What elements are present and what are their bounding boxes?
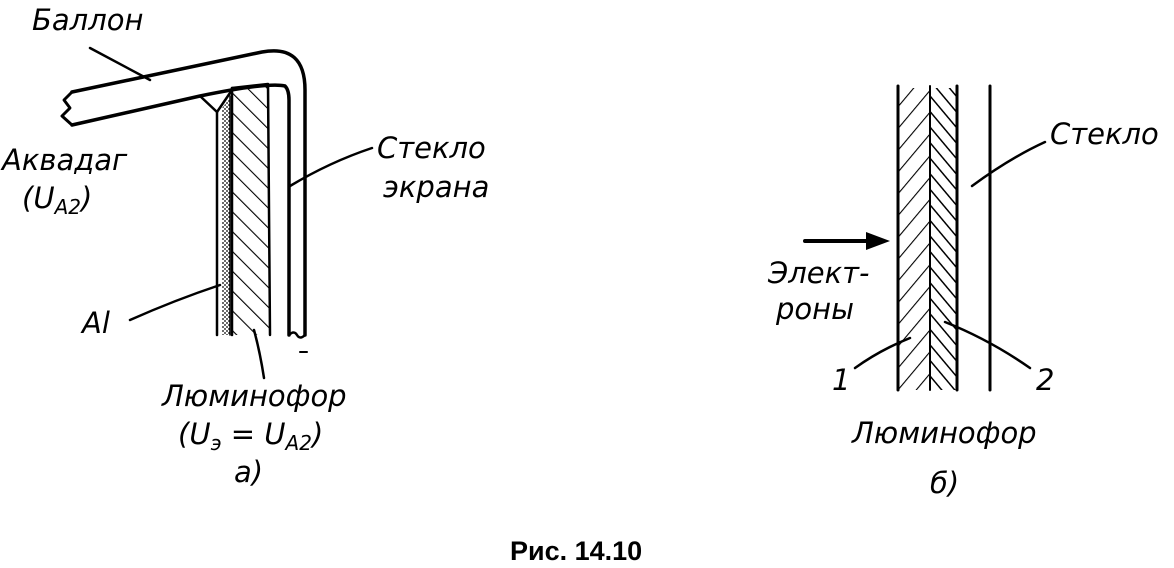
electrons-arrow [803,232,890,250]
label-phosphor-voltage: (Uэ = UA2) [178,417,323,455]
label-phosphor-a: Люминофор [161,379,347,413]
leader-glass-a [288,146,374,188]
label-phosphor-b: Люминофор [851,416,1037,450]
label-layer-1: 1 [832,363,850,397]
label-glass-screen-2: экрана [383,170,489,204]
leader-al [128,283,222,322]
label-electrons-2: роны [775,292,854,326]
label-glass-b: Стекло [1050,117,1159,151]
phosphor-layer-1 [898,88,930,390]
label-layer-2: 2 [1036,363,1054,397]
aluminium-layer [215,95,231,337]
panel-letter-b: б) [930,466,959,500]
leader-ballon [88,46,152,82]
panel-a: Баллон Аквадаг (UA2) Стекло экрана Al Лю… [0,3,489,489]
phosphor-layer-a [230,82,272,337]
figure-caption: Рис. 14.10 [510,536,642,566]
label-aquadag: Аквадаг [0,143,128,177]
label-ballon: Баллон [32,3,143,37]
phosphor-layer-2 [930,88,957,390]
bulb-glass-shape [60,49,307,339]
leader-1 [853,336,912,370]
aquadag-coating [198,88,234,114]
label-glass-screen-1: Стекло [377,131,486,165]
label-electrons-1: Элект- [767,256,870,290]
panel-b: Стекло Элект- роны 1 2 Люминофор б) [767,84,1159,500]
leader-phosphor-a [252,328,266,380]
label-aquadag-voltage: (UA2) [22,181,92,219]
label-al: Al [80,306,110,340]
leader-2 [943,320,1032,370]
leader-glass-b [970,140,1047,188]
panel-letter-a: а) [234,455,263,489]
